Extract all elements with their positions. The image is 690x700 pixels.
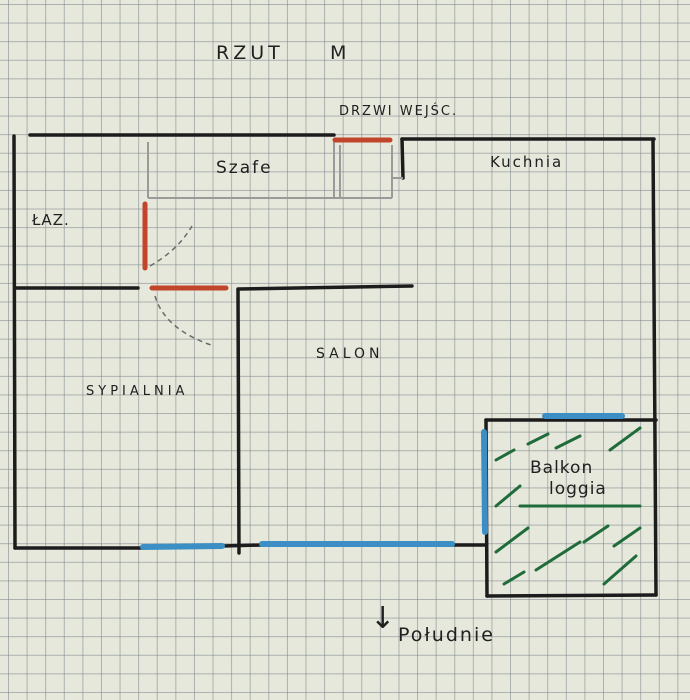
wall-door-jamb [400,137,405,180]
hatch-2 [554,434,582,450]
living-room-label: SALON [316,346,384,362]
orientation-label: Południe [398,624,495,646]
hatch-9 [582,524,610,544]
windows [140,413,625,550]
bedroom-label: SYPIALNIA [86,384,189,399]
kitchen-label: Kuchnia [490,153,564,171]
entrance-door-label: DRZWI WEJŚC. [339,104,459,119]
bathroom-label: ŁAZ. [32,211,70,229]
hatch-8 [534,540,582,572]
wall-left [12,134,17,550]
hatch-10 [612,526,642,548]
bedroom-window [140,543,225,550]
loggia-label: loggia [549,479,607,499]
balcony-label: Balkon [530,458,594,478]
walls [12,133,658,598]
wall-right [651,138,658,597]
hatch-1 [526,432,550,446]
hatch-3 [608,426,642,452]
balcony-door-window [481,429,488,535]
wall-loggia-bottom [485,593,658,598]
door-swings [149,225,215,347]
wardrobe-label: Szafe [216,158,273,178]
bedroom-door-swing [154,295,215,347]
bathroom-door-swing [149,225,193,267]
hatch-12 [602,554,638,586]
plan-title-suffix: M [330,42,350,64]
wall-hall-bottom [236,284,414,291]
hatch-7 [494,526,530,554]
plan-title: RZUT [216,42,284,64]
south-arrow-icon: ↓ [370,601,396,636]
partitions [147,142,403,199]
hatch-5 [494,484,522,508]
hatch-11 [502,570,526,586]
wall-bedroom-living [236,288,241,555]
hatch-4 [494,448,516,462]
wall-bottom-mid [220,543,264,548]
loggia-hatch [494,426,642,586]
doors [142,137,393,291]
